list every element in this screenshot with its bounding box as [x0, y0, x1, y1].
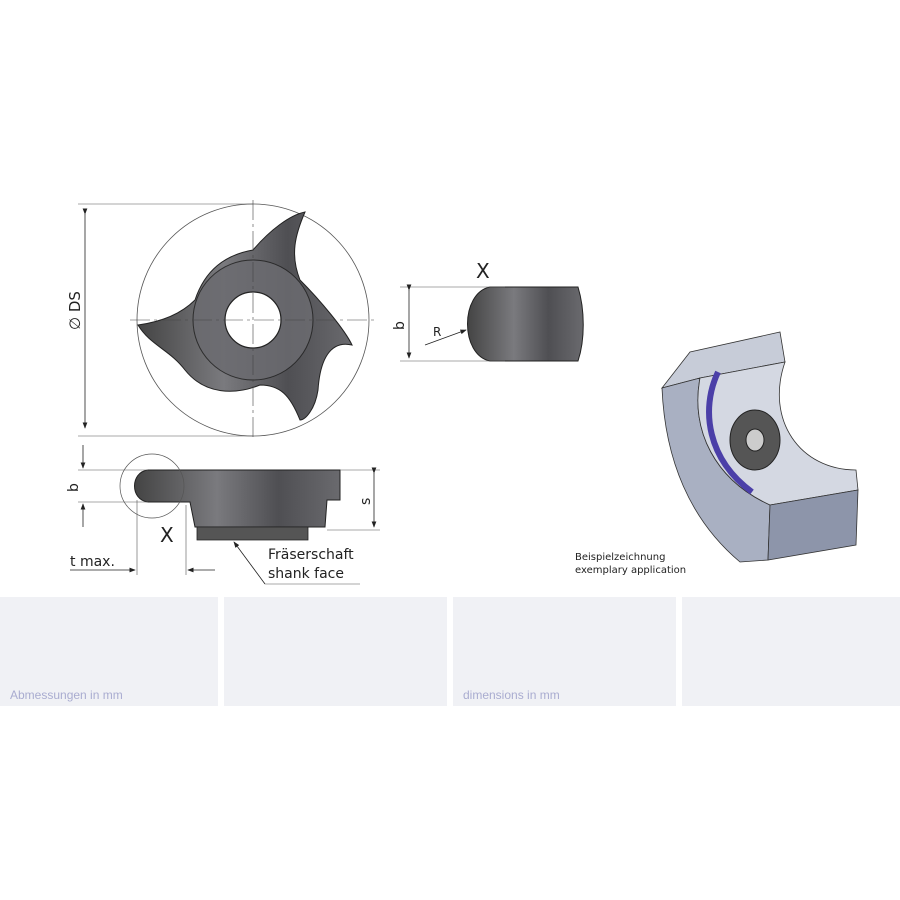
example-en: exemplary application — [575, 565, 686, 576]
b-label-detail: b — [392, 321, 408, 330]
panel-label: dimensions in mm — [463, 688, 560, 702]
detail-view-label: X — [476, 259, 490, 283]
r-label: R — [433, 325, 441, 339]
example-de: Beispielzeichnung — [575, 552, 665, 563]
shank-face-de: Fräserschaft — [268, 547, 354, 563]
dimension-panel-en: dimensions in mm — [453, 597, 676, 706]
s-label: s — [358, 498, 374, 505]
b-label-side: b — [66, 483, 82, 492]
shank-face-en: shank face — [268, 566, 344, 582]
panel-label: Abmessungen in mm — [10, 688, 123, 702]
dimension-panel-2 — [224, 597, 447, 706]
top-view: ∅ DS — [66, 200, 375, 440]
side-view: b s X t max. Fräserschaft shank face — [66, 445, 380, 585]
dimension-panel-4 — [682, 597, 900, 706]
t-max-label: t max. — [70, 554, 115, 570]
detail-x-view: X b R — [392, 259, 584, 362]
detail-label: X — [160, 523, 174, 547]
diameter-label: ∅ DS — [66, 291, 84, 330]
dimension-panel-de: Abmessungen in mm — [0, 597, 218, 706]
application-illustration: Beispielzeichnung exemplary application — [575, 331, 859, 576]
technical-drawing: ∅ DS X b R b s X t max. Fräserschaft sh — [66, 200, 859, 585]
